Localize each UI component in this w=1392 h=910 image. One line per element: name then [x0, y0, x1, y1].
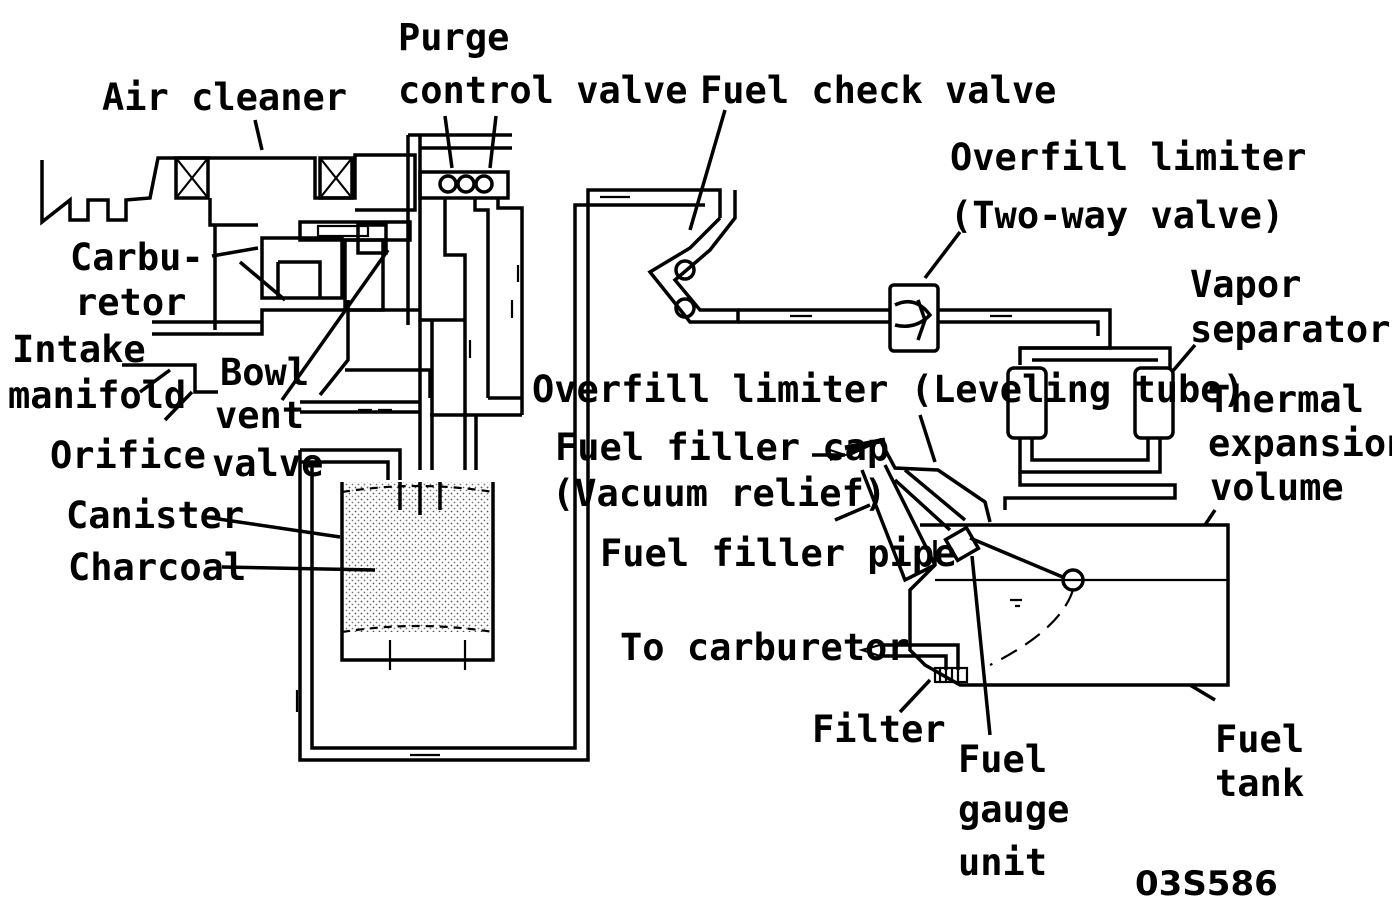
label-thermal-3: volume: [1210, 466, 1344, 509]
label-purge-1: Purge: [398, 16, 509, 59]
label-bowl-2: vent: [215, 394, 304, 437]
label-overfill-two-way-1: Overfill limiter: [950, 136, 1306, 179]
bowl-vent-valve: [280, 248, 432, 414]
vapor-separator: [1003, 343, 1197, 510]
label-charcoal: Charcoal: [68, 546, 246, 589]
carburetor: [211, 220, 412, 312]
intake-manifold: [122, 308, 420, 422]
labels: Air cleaner Purge control valve Fuel che…: [8, 16, 1392, 904]
label-overfill-two-way-2: (Two-way valve): [950, 194, 1284, 237]
label-filler-cap-1: Fuel filler cap: [555, 426, 889, 469]
label-thermal-2: expansion: [1208, 422, 1392, 465]
label-orifice: Orifice: [50, 434, 206, 477]
label-bowl-1: Bowl: [220, 351, 309, 394]
purge-control-valve: [406, 115, 524, 415]
vapor-lines-to-canister: [295, 188, 722, 762]
label-overfill-leveling: Overfill limiter (Leveling tube): [532, 368, 1245, 411]
label-vapor-1: Vapor: [1190, 263, 1301, 306]
label-to-carburetor: To carburetor: [620, 626, 910, 669]
label-gauge-2: gauge: [958, 788, 1069, 831]
figure-code: 03S586: [1135, 864, 1278, 904]
label-gauge-3: unit: [958, 841, 1047, 884]
label-intake-2: manifold: [8, 374, 186, 417]
label-gauge-1: Fuel: [958, 738, 1047, 781]
label-fuel-tank-1: Fuel: [1215, 718, 1304, 761]
label-fuel-tank-2: tank: [1215, 762, 1304, 805]
label-carburetor-1: Carbu-: [70, 236, 204, 279]
label-intake-1: Intake: [12, 328, 146, 371]
fuel-filler-pipe: [812, 414, 992, 583]
label-thermal-1: Thermal: [1208, 378, 1364, 421]
label-fuel-check-valve: Fuel check valve: [700, 69, 1056, 112]
label-carburetor-2: retor: [75, 281, 186, 324]
overfill-limiter-two-way-valve: [888, 230, 1112, 365]
fuel-check-valve: [647, 109, 740, 324]
vent-line-upper: [738, 308, 890, 324]
label-filter: Filter: [812, 708, 946, 751]
canister: [204, 482, 495, 670]
label-vapor-2: separator: [1190, 308, 1390, 351]
label-bowl-3: valve: [212, 442, 323, 485]
label-filler-cap-2: (Vacuum relief): [552, 472, 886, 515]
label-purge-2: control valve: [398, 69, 688, 112]
fuel-tank: [858, 509, 1230, 736]
air-cleaner: [40, 119, 417, 330]
label-air-cleaner: Air cleaner: [102, 76, 347, 119]
label-filler-pipe: Fuel filler pipe: [600, 532, 956, 575]
label-canister: Canister: [66, 494, 244, 537]
